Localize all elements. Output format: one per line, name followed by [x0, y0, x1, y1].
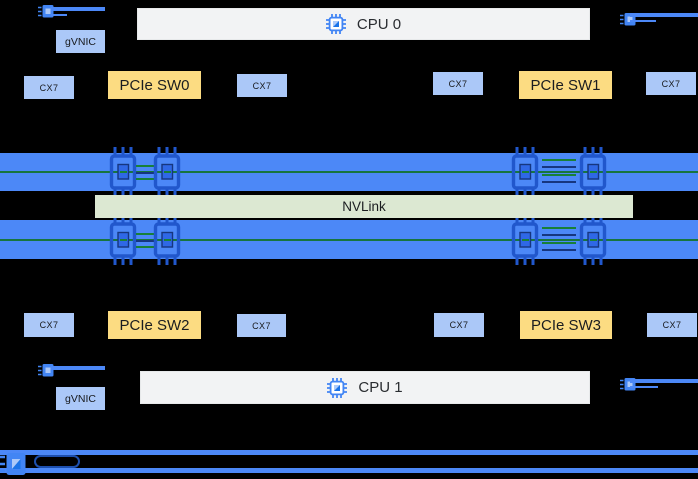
network-line	[630, 20, 656, 22]
nvlink-label: NVLink	[342, 199, 386, 214]
gvnic-label: gVNIC	[65, 35, 96, 48]
pcie-switch-sw1: PCIe SW1	[519, 71, 612, 99]
network-line	[0, 450, 698, 455]
network-line	[51, 14, 67, 16]
cx7-nic-box: CX7	[647, 313, 697, 337]
cx7-label: CX7	[39, 320, 59, 330]
cx7-label: CX7	[252, 80, 272, 91]
nvlink-bar: NVLink	[95, 195, 633, 218]
network-node-pill	[34, 455, 80, 468]
gvnic-box: gVNIC	[56, 387, 105, 410]
cx7-label: CX7	[661, 78, 681, 89]
cx7-nic-box: CX7	[24, 76, 74, 99]
gpu-chip-icon	[510, 215, 540, 270]
nic-icon	[38, 4, 54, 24]
pcie-switch-sw0: PCIe SW0	[108, 71, 201, 99]
gpu-interconnect-lines	[542, 227, 576, 251]
cx7-label: CX7	[252, 320, 271, 331]
gpu-interconnect-lines	[542, 159, 576, 183]
gpu-chip-icon	[108, 147, 138, 202]
gvnic-box: gVNIC	[56, 30, 105, 53]
pcie-sw3-label: PCIe SW3	[530, 316, 602, 334]
cx7-nic-box: CX7	[646, 72, 696, 95]
network-line	[51, 7, 105, 11]
cx7-label: CX7	[662, 320, 682, 330]
pcie-switch-sw3: PCIe SW3	[520, 311, 612, 339]
network-line	[630, 386, 658, 388]
nic-icon	[0, 451, 27, 479]
cpu-chip-icon	[325, 14, 346, 34]
gpu-chip-icon	[152, 215, 182, 270]
cx7-nic-box: CX7	[433, 72, 483, 95]
pcie-switch-sw2: PCIe SW2	[108, 311, 201, 339]
network-line	[630, 13, 698, 17]
gpu-interconnect-lines	[136, 165, 154, 180]
gpu-interconnect-lines	[136, 233, 154, 248]
cx7-nic-box: CX7	[24, 313, 74, 337]
cpu-chip-icon	[327, 377, 348, 398]
network-line	[51, 366, 105, 370]
cx7-nic-box: CX7	[237, 74, 287, 97]
nic-icon	[38, 363, 54, 383]
cpu0-box: CPU 0	[137, 8, 590, 40]
cx7-label: CX7	[449, 320, 469, 330]
cpu0-label: CPU 0	[356, 15, 402, 33]
gpu-link-line	[0, 239, 698, 241]
gpu-chip-icon	[578, 215, 608, 270]
cx7-label: CX7	[448, 78, 468, 89]
cpu1-label: CPU 1	[358, 379, 403, 396]
gpu-chip-icon	[510, 147, 540, 202]
gpu-link-line	[0, 171, 698, 173]
gpu-chip-icon	[578, 147, 608, 202]
cpu1-box: CPU 1	[140, 371, 590, 404]
pcie-sw1-label: PCIe SW1	[530, 76, 601, 94]
pcie-sw0-label: PCIe SW0	[119, 76, 190, 94]
gvnic-label: gVNIC	[65, 392, 96, 405]
network-line	[630, 379, 698, 383]
pcie-sw2-label: PCIe SW2	[119, 316, 190, 334]
cx7-label: CX7	[39, 82, 59, 93]
gpu-chip-icon	[152, 147, 182, 202]
cx7-nic-box: CX7	[237, 314, 286, 337]
cx7-nic-box: CX7	[434, 313, 484, 337]
network-line	[0, 468, 698, 473]
gpu-chip-icon	[108, 215, 138, 270]
